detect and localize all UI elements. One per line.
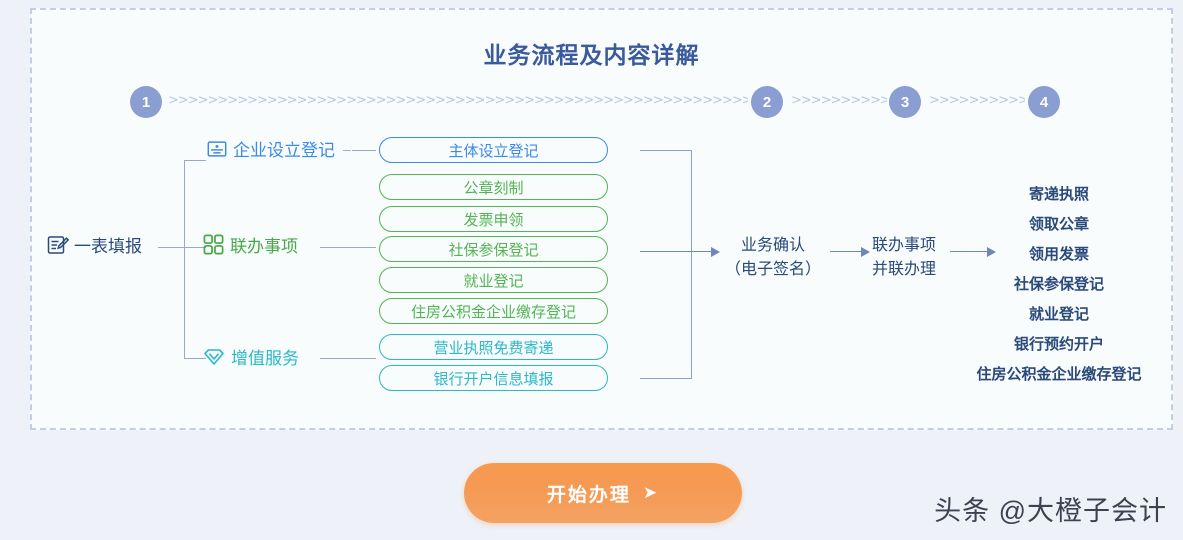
branch-label: 企业设立登记 bbox=[233, 141, 335, 160]
item-pill[interactable]: 主体设立登记 bbox=[379, 137, 608, 163]
item-label: 住房公积金企业缴存登记 bbox=[410, 303, 576, 321]
arrow-head-to-stage-1 bbox=[711, 247, 720, 257]
item-pill[interactable]: 公章刻制 bbox=[379, 174, 608, 200]
root-node: 一表填报 bbox=[46, 232, 142, 257]
stage-line-2: 并联办理 bbox=[871, 261, 936, 278]
arrow-head-stage1-to-stage2 bbox=[861, 247, 870, 257]
item-pill[interactable]: 营业执照免费寄递 bbox=[379, 334, 608, 360]
four-squares-icon bbox=[202, 233, 225, 256]
step-circle-1: 1 bbox=[130, 86, 162, 118]
arrow-line-stage1-to-stage2 bbox=[830, 251, 863, 253]
item-pill[interactable]: 就业登记 bbox=[379, 267, 608, 293]
result-item: 领用发票 bbox=[1028, 246, 1089, 263]
result-item: 住房公积金企业缴存登记 bbox=[976, 366, 1142, 383]
step-circle-3: 3 bbox=[889, 86, 921, 118]
result-item: 领取公章 bbox=[1028, 216, 1089, 233]
item-pill[interactable]: 发票申领 bbox=[379, 206, 608, 232]
result-item: 寄递执照 bbox=[1028, 186, 1089, 203]
item-label: 主体设立登记 bbox=[448, 142, 539, 160]
step-number: 4 bbox=[1039, 93, 1049, 111]
page-title: 业务流程及内容详解 bbox=[483, 42, 700, 68]
step-circle-2: 2 bbox=[751, 86, 783, 118]
step-number: 1 bbox=[141, 93, 151, 111]
tree-line-root-stem bbox=[158, 247, 184, 248]
stage-line-2: （电子签名） bbox=[724, 261, 821, 278]
tree-line-trunk bbox=[184, 160, 185, 358]
arrow-right-icon: ➤ bbox=[642, 483, 660, 502]
item-pill[interactable]: 社保参保登记 bbox=[379, 236, 608, 262]
cta-label: 开始办理 bbox=[546, 484, 631, 506]
result-item: 银行预约开户 bbox=[1013, 336, 1104, 353]
branch-value-added-services: 增值服务 bbox=[202, 344, 299, 369]
stage-business-confirmation: 业务确认 （电子签名） bbox=[722, 234, 824, 282]
result-item: 社保参保登记 bbox=[1013, 276, 1104, 293]
tree-line-to-pill-group-1 bbox=[352, 150, 376, 151]
branch-dash: – bbox=[343, 140, 351, 157]
arrow-head-stage2-to-results bbox=[987, 247, 996, 257]
start-processing-button[interactable]: 开始办理 ➤ bbox=[464, 463, 742, 523]
item-label: 营业执照免费寄递 bbox=[433, 339, 554, 357]
tree-line-branch-2 bbox=[184, 247, 206, 248]
item-pill[interactable]: 银行开户信息填报 bbox=[379, 365, 608, 391]
root-label: 一表填报 bbox=[74, 237, 142, 256]
step-connector-2: >>>>>>>>>>>>>>>>>>>> bbox=[791, 94, 887, 108]
stage-line-1: 联办事项 bbox=[871, 237, 936, 254]
branch-enterprise-registration: 企业设立登记 – bbox=[206, 136, 351, 161]
step-number: 3 bbox=[900, 93, 910, 111]
results-list: 寄递执照 领取公章 领用发票 社保参保登记 就业登记 银行预约开户 住房公积金企… bbox=[935, 180, 1183, 390]
watermark: 头条 @大橙子会计 bbox=[934, 496, 1167, 526]
item-pill[interactable]: 住房公积金企业缴存登记 bbox=[379, 298, 608, 324]
result-item: 就业登记 bbox=[1028, 306, 1089, 323]
item-label: 发票申领 bbox=[463, 211, 524, 229]
bracket-top bbox=[640, 150, 692, 151]
branch-joint-items: 联办事项 bbox=[202, 232, 298, 257]
step-connector-1: >>>>>>>>>>>>>>>>>>>>>>>>>>>>>>>>>>>>>>>>… bbox=[168, 94, 748, 108]
stage-joint-processing: 联办事项 并联办理 bbox=[862, 234, 946, 282]
branch-label: 联办事项 bbox=[230, 237, 298, 256]
bracket-bottom bbox=[640, 378, 692, 379]
diamond-icon bbox=[202, 345, 226, 369]
tree-line-branch-1 bbox=[184, 160, 206, 161]
branch-label: 增值服务 bbox=[231, 349, 299, 368]
tree-line-to-pill-group-3 bbox=[320, 358, 376, 359]
bracket-spine bbox=[691, 150, 692, 379]
form-pencil-icon bbox=[46, 233, 70, 257]
business-license-icon bbox=[206, 138, 228, 160]
stage-line-1: 业务确认 bbox=[740, 237, 805, 254]
tree-line-branch-3 bbox=[184, 358, 206, 359]
tree-line-to-pill-group-2 bbox=[320, 247, 376, 248]
item-label: 社保参保登记 bbox=[448, 241, 539, 259]
step-number: 2 bbox=[762, 93, 772, 111]
item-label: 就业登记 bbox=[463, 272, 524, 290]
step-connector-3: >>>>>>>>>>>>>>>>>>>> bbox=[929, 94, 1025, 108]
arrow-line-stage2-to-results bbox=[950, 251, 989, 253]
arrow-line-to-stage-1 bbox=[640, 251, 713, 253]
item-label: 银行开户信息填报 bbox=[433, 370, 554, 388]
item-label: 公章刻制 bbox=[463, 179, 524, 197]
step-circle-4: 4 bbox=[1028, 86, 1060, 118]
